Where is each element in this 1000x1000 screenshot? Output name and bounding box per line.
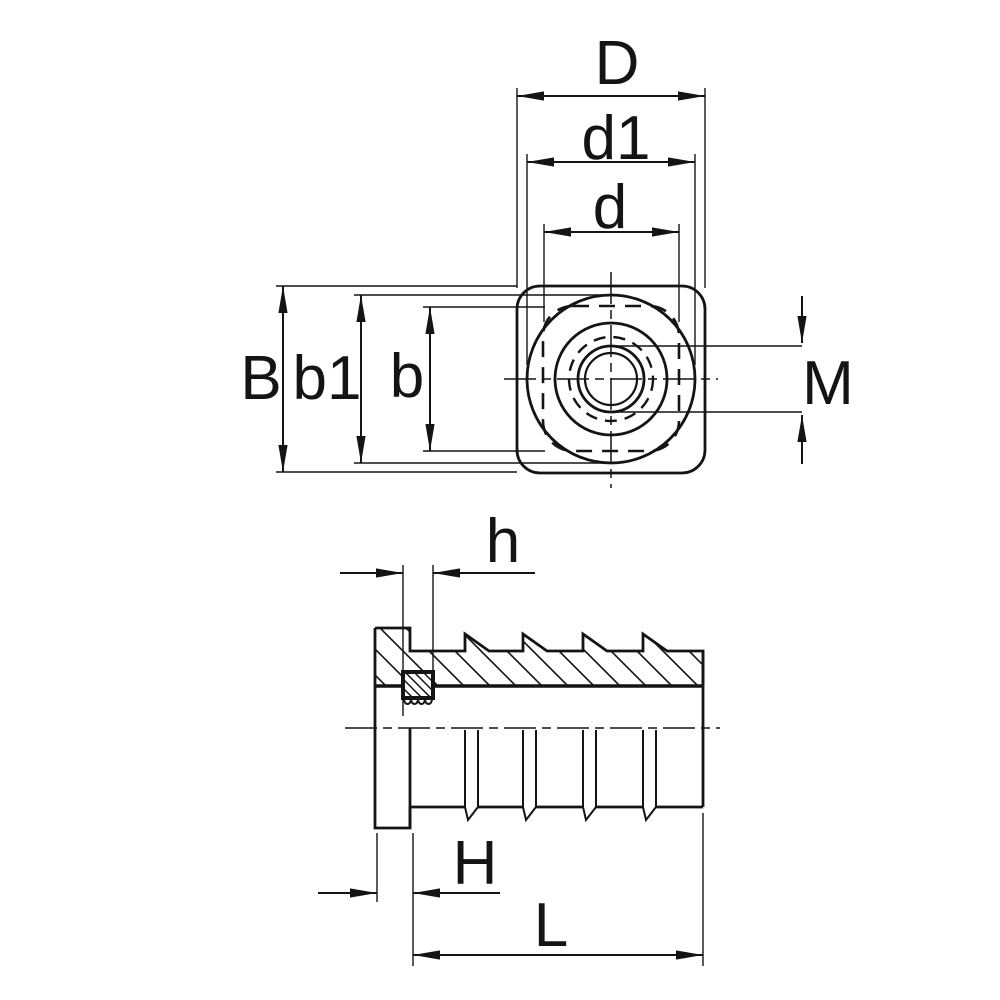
top-view-centerlines <box>504 272 718 488</box>
dimension-h: h <box>340 507 535 716</box>
dimension-d1: d1 <box>526 104 696 365</box>
insert-body-hidden-outline <box>541 304 681 453</box>
dimension-label-H: H <box>453 829 498 898</box>
barb-rings <box>464 730 657 823</box>
thread-scallops <box>403 698 433 705</box>
hole-circle <box>583 351 639 407</box>
dimension-b1: b1 <box>293 294 611 464</box>
dimension-D: D <box>516 29 706 288</box>
top-view: D d1 d B b1 <box>240 29 854 488</box>
dimension-label-M: M <box>802 349 854 418</box>
dimension-L: L <box>413 813 704 966</box>
dimension-label-D: D <box>595 29 640 98</box>
dimension-label-d1: d1 <box>582 104 651 173</box>
dimension-label-B: B <box>240 344 281 413</box>
upper-section-profile <box>375 626 705 686</box>
dimension-label-b1: b1 <box>293 344 362 413</box>
dimension-B: B <box>240 285 517 473</box>
boss-circle <box>553 321 669 437</box>
dimension-label-h: h <box>486 507 520 576</box>
dimension-b: b <box>390 306 545 452</box>
dimension-M: M <box>611 296 854 464</box>
square-tube-outline <box>515 284 707 475</box>
dimension-d: d <box>543 173 680 322</box>
dimension-label-b: b <box>390 342 424 411</box>
dimension-H: H <box>318 829 500 966</box>
thread-major-circle <box>567 335 655 423</box>
lower-external-half <box>410 651 705 823</box>
dimension-label-L: L <box>534 891 568 960</box>
side-view: h H L <box>318 507 720 966</box>
section-hatching <box>375 628 703 686</box>
dimension-label-d: d <box>593 173 627 242</box>
thread-zone <box>401 670 435 705</box>
